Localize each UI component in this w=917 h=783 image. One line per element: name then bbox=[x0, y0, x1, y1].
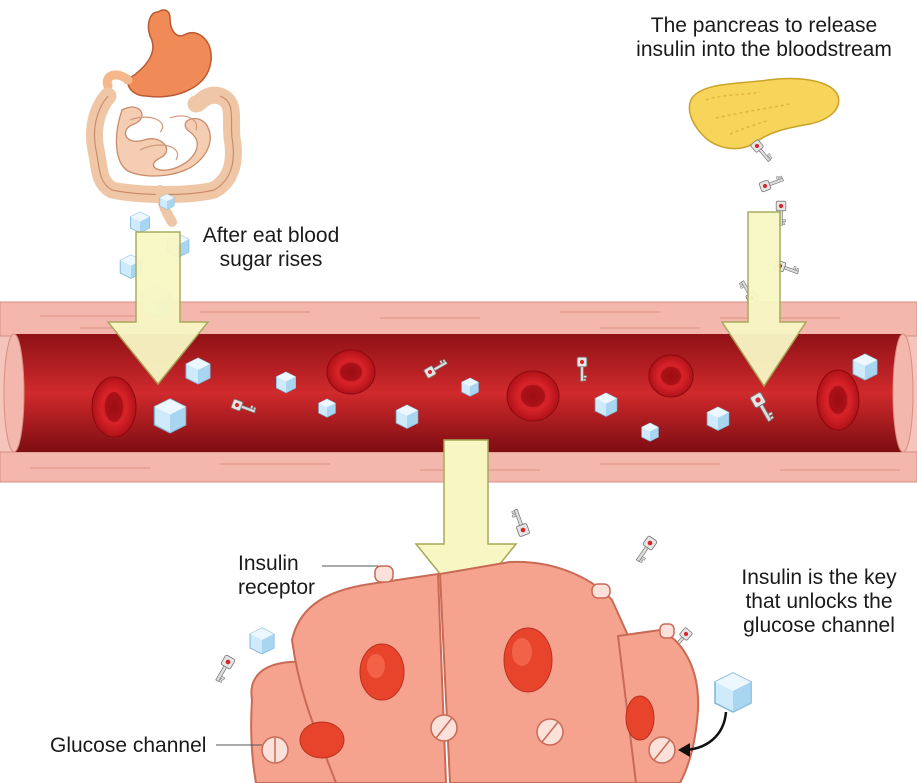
glucose-cube bbox=[642, 423, 659, 441]
glucose-cube bbox=[715, 673, 751, 712]
insulin-receptor-label-line2: receptor bbox=[238, 576, 338, 600]
glucose-channel-label: Glucose channel bbox=[50, 734, 220, 758]
glucose-cube bbox=[853, 354, 877, 380]
small-intestine bbox=[116, 107, 210, 176]
stomach bbox=[128, 10, 211, 97]
glucose-channel-label-text: Glucose channel bbox=[50, 734, 220, 758]
glucose-cube bbox=[130, 212, 149, 233]
glucose-cube bbox=[154, 399, 185, 433]
insulin-receptor-label: Insulin receptor bbox=[238, 552, 338, 600]
insulin-receptor bbox=[375, 566, 393, 582]
red-blood-cell bbox=[507, 371, 559, 421]
insulin-key bbox=[213, 655, 236, 684]
blood-sugar-caption: After eat blood sugar rises bbox=[186, 224, 356, 272]
glucose-cube bbox=[250, 628, 274, 654]
red-blood-cell bbox=[327, 350, 375, 394]
insulin-key-caption-line1: Insulin is the key bbox=[724, 566, 914, 590]
glucose-cube bbox=[707, 407, 729, 430]
insulin-key bbox=[633, 535, 657, 563]
pancreas-caption-line1: The pancreas to release bbox=[614, 14, 914, 38]
glucose-channel bbox=[649, 737, 675, 763]
glucose-channel bbox=[431, 715, 457, 741]
insulin-receptor bbox=[592, 584, 610, 598]
insulin-key-caption-line2: that unlocks the bbox=[724, 590, 914, 614]
insulin-receptor-label-line1: Insulin bbox=[238, 552, 338, 576]
glucose-cube bbox=[276, 372, 295, 393]
red-blood-cell bbox=[649, 355, 693, 397]
insulin-key bbox=[759, 175, 785, 192]
red-blood-cell bbox=[92, 377, 136, 437]
glucose-cube bbox=[160, 194, 174, 210]
glucose-cube bbox=[319, 399, 336, 417]
red-blood-cell bbox=[817, 370, 859, 430]
insulin-key bbox=[511, 508, 530, 537]
glucose-channel bbox=[537, 719, 563, 745]
glucose-channel bbox=[262, 737, 288, 763]
glucose-cube bbox=[462, 378, 479, 396]
glucose-cube bbox=[396, 405, 418, 428]
insulin-key-caption-line3: glucose channel bbox=[724, 614, 914, 638]
blood-sugar-caption-line2: sugar rises bbox=[186, 248, 356, 272]
insulin-key bbox=[750, 139, 773, 164]
pancreas-caption-line2: insulin into the bloodstream bbox=[614, 38, 914, 62]
insulin-key-caption: Insulin is the key that unlocks the gluc… bbox=[724, 566, 914, 638]
pancreas-caption: The pancreas to release insulin into the… bbox=[614, 14, 914, 62]
glucose-cube bbox=[186, 358, 210, 384]
insulin-receptor bbox=[660, 624, 674, 638]
cell-nucleus bbox=[626, 696, 654, 740]
blood-sugar-caption-line1: After eat blood bbox=[186, 224, 356, 248]
cell-nucleus bbox=[300, 722, 344, 758]
digestive-system-illustration bbox=[95, 10, 234, 222]
pancreas-illustration bbox=[689, 79, 838, 149]
glucose-cube bbox=[595, 393, 617, 416]
